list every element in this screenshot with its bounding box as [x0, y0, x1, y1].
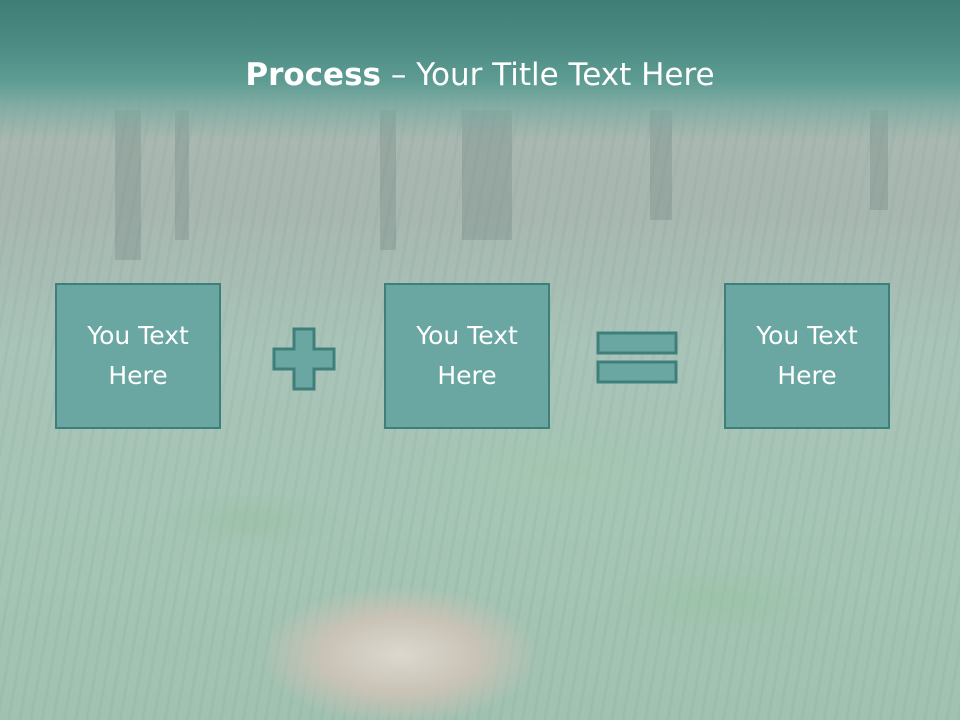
slide-title: Process – Your Title Text Here [0, 52, 960, 98]
process-box-1: You Text Here [55, 283, 221, 429]
process-box-2: You Text Here [384, 283, 550, 429]
equals-icon [596, 331, 678, 384]
title-bold: Process [245, 57, 381, 93]
title-rest: Your Title Text Here [416, 57, 715, 93]
process-box-label: You Text Here [416, 321, 518, 390]
plus-icon [272, 327, 336, 391]
tree-trunk [175, 110, 189, 240]
process-box-3: You Text Here [724, 283, 890, 429]
title-bar: Process – Your Title Text Here [0, 0, 960, 140]
process-box-label: You Text Here [756, 321, 858, 390]
tree-trunk [380, 110, 396, 250]
title-separator: – [381, 57, 417, 93]
process-box-label: You Text Here [87, 321, 189, 390]
